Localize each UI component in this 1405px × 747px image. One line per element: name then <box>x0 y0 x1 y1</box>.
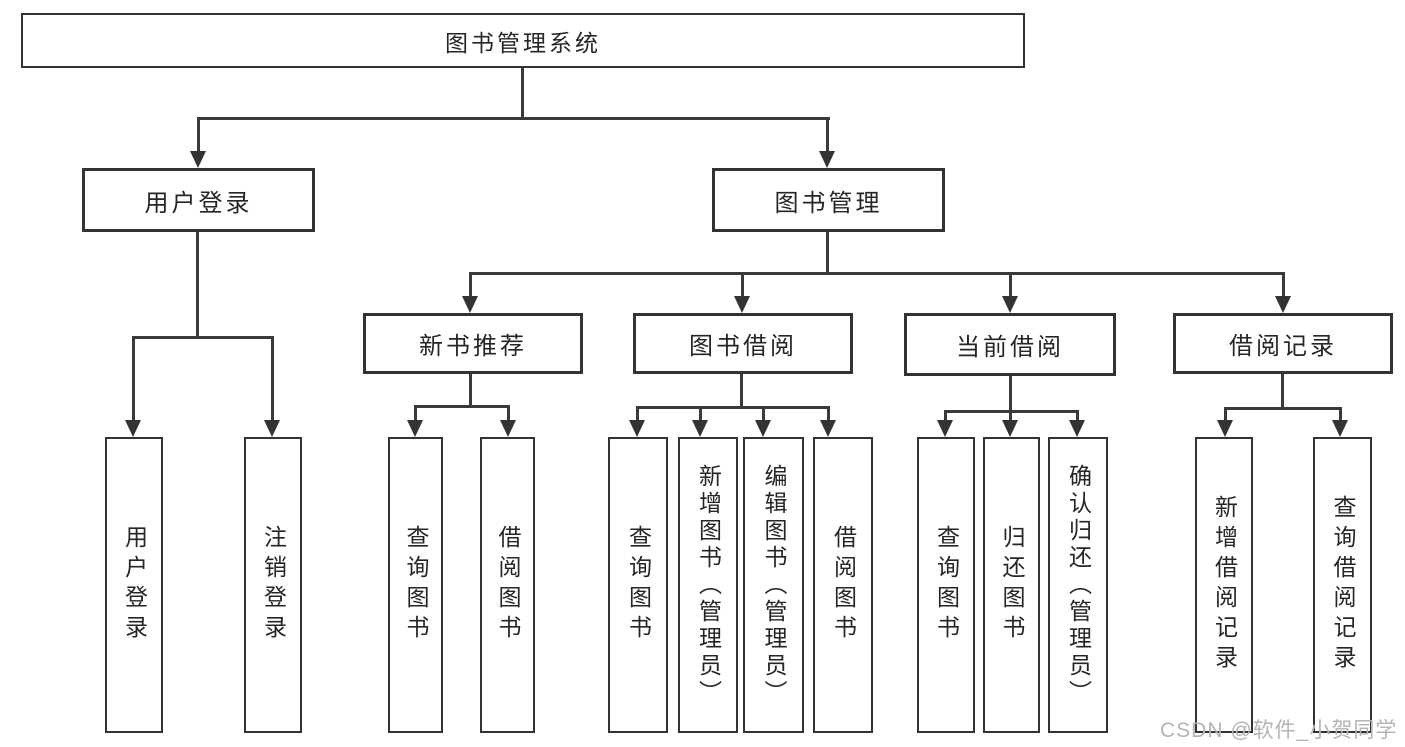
arrow-down-icon <box>1217 420 1233 437</box>
connector-line <box>636 406 830 409</box>
connector-line <box>699 406 702 422</box>
connector-line <box>469 374 472 405</box>
connector-line <box>196 232 199 336</box>
arrow-down-icon <box>462 296 478 313</box>
arrow-down-icon <box>819 151 835 168</box>
connector-line <box>1224 407 1342 410</box>
leaf-logout: 注销登录 <box>244 437 302 733</box>
leaf-query-book-recommend: 查询图书 <box>388 437 443 733</box>
node-label: 当前借阅 <box>956 334 1064 361</box>
node-label: 借阅记录 <box>1229 333 1337 360</box>
arrow-down-icon <box>1002 296 1018 313</box>
leaf-label: 查询借阅记录 <box>1330 495 1356 675</box>
arrow-down-icon <box>1002 420 1018 437</box>
leaf-add-book-admin: 新增图书（管理员） <box>678 437 738 733</box>
connector-line <box>740 374 743 406</box>
connector-line <box>132 336 274 339</box>
connector-line <box>827 406 830 422</box>
arrow-down-icon <box>734 296 750 313</box>
leaf-label: 新增借阅记录 <box>1211 495 1238 675</box>
arrow-down-icon <box>1332 420 1348 437</box>
connector-line <box>762 406 765 422</box>
leaf-label: 查询图书 <box>933 525 960 645</box>
connector-line <box>132 336 135 422</box>
arrow-down-icon <box>755 420 771 437</box>
connector-line <box>1009 410 1012 422</box>
leaf-label: 编辑图书（管理员） <box>761 463 787 707</box>
connector-line <box>636 406 639 422</box>
arrow-down-icon <box>125 420 141 437</box>
leaf-user-login: 用户登录 <box>105 437 163 733</box>
connector-line <box>197 117 830 120</box>
connector-line <box>197 117 200 153</box>
leaf-label: 查询图书 <box>625 525 652 645</box>
arrow-down-icon <box>190 151 206 168</box>
leaf-label: 借阅图书 <box>495 525 521 645</box>
connector-line <box>944 410 947 422</box>
connector-line <box>1339 407 1342 422</box>
arrow-down-icon <box>937 420 953 437</box>
leaf-query-book-borrow: 查询图书 <box>608 437 668 733</box>
arrow-down-icon <box>820 420 836 437</box>
connector-line <box>1282 272 1285 298</box>
connector-line <box>271 336 274 422</box>
leaf-borrow-book-recommend: 借阅图书 <box>480 437 535 733</box>
connector-line <box>414 405 510 408</box>
arrow-down-icon <box>692 420 708 437</box>
connector-line <box>1224 407 1227 422</box>
leaf-query-book-current: 查询图书 <box>917 437 975 733</box>
leaf-label: 查询图书 <box>403 525 429 645</box>
connector-line <box>1281 374 1284 407</box>
connector-line <box>521 68 524 117</box>
leaf-label: 用户登录 <box>121 525 148 645</box>
node-book-management: 图书管理 <box>712 168 945 232</box>
node-library-system: 图书管理系统 <box>21 13 1025 68</box>
connector-line <box>469 272 472 298</box>
arrow-down-icon <box>500 420 516 437</box>
leaf-borrow-book: 借阅图书 <box>813 437 873 733</box>
connector-line <box>826 117 829 153</box>
node-borrow-record: 借阅记录 <box>1173 313 1393 374</box>
connector-line <box>507 405 510 422</box>
connector-line <box>741 272 744 298</box>
leaf-query-borrow-record: 查询借阅记录 <box>1313 437 1372 733</box>
leaf-label: 借阅图书 <box>830 525 857 645</box>
node-user-login: 用户登录 <box>82 168 315 232</box>
arrow-down-icon <box>264 420 280 437</box>
node-label: 新书推荐 <box>419 333 527 360</box>
leaf-label: 注销登录 <box>260 525 287 645</box>
arrow-down-icon <box>629 420 645 437</box>
connector-line <box>1009 272 1012 298</box>
leaf-return-book: 归还图书 <box>983 437 1040 733</box>
connector-line <box>826 232 829 272</box>
node-label: 图书管理 <box>774 189 883 217</box>
leaf-edit-book-admin: 编辑图书（管理员） <box>743 437 804 733</box>
node-new-book-recommend: 新书推荐 <box>363 313 583 374</box>
arrow-down-icon <box>407 420 423 437</box>
connector-line <box>1009 376 1012 410</box>
arrow-down-icon <box>1069 420 1085 437</box>
connector-line <box>414 405 417 422</box>
node-label: 图书借阅 <box>689 333 797 360</box>
node-book-borrow: 图书借阅 <box>633 313 853 374</box>
node-label: 图书管理系统 <box>445 29 601 56</box>
leaf-label: 归还图书 <box>999 525 1025 645</box>
connector-line <box>469 272 1285 275</box>
node-current-borrow: 当前借阅 <box>904 313 1116 376</box>
leaf-confirm-return-admin: 确认归还（管理员） <box>1048 437 1108 733</box>
node-label: 用户登录 <box>144 189 253 217</box>
leaf-label: 新增图书（管理员） <box>695 463 722 707</box>
leaf-label: 确认归还（管理员） <box>1065 463 1092 707</box>
connector-line <box>1076 410 1079 422</box>
arrow-down-icon <box>1275 296 1291 313</box>
csdn-watermark: CSDN @软件_小贺同学 <box>1160 719 1398 742</box>
leaf-add-borrow-record: 新增借阅记录 <box>1195 437 1253 733</box>
